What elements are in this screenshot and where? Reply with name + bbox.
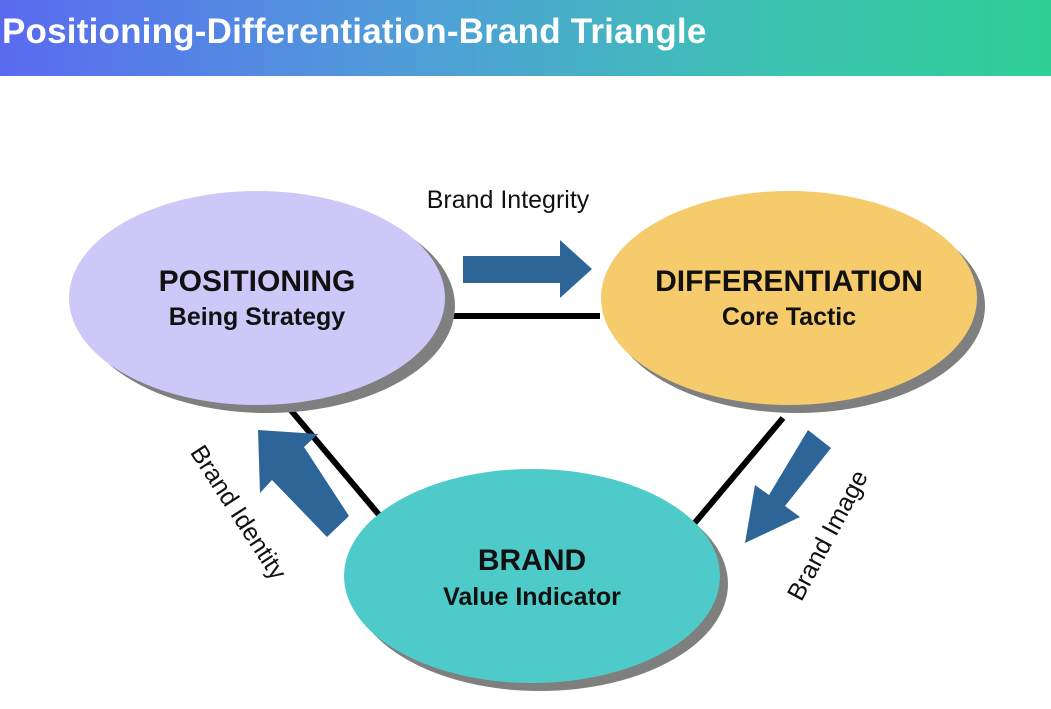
positioning-subtitle: Being Strategy [169, 303, 346, 331]
positioning-title: POSITIONING [159, 265, 356, 298]
up-left-arrow-icon [258, 430, 349, 537]
brand-ellipse [344, 469, 720, 683]
page-title: Positioning-Differentiation-Brand Triang… [2, 12, 707, 51]
brand-integrity-label: Brand Integrity [427, 186, 590, 214]
positioning-ellipse [69, 191, 445, 405]
down-left-arrow-icon [745, 430, 831, 543]
brand-title: BRAND [478, 544, 586, 577]
title-bar: Positioning-Differentiation-Brand Triang… [0, 0, 1051, 76]
brand-subtitle: Value Indicator [443, 583, 621, 611]
differentiation-subtitle: Core Tactic [722, 303, 856, 331]
connector-positioning-brand [286, 406, 383, 518]
differentiation-ellipse [601, 191, 977, 405]
connector-differentiation-brand [690, 416, 786, 527]
differentiation-title: DIFFERENTIATION [655, 265, 923, 298]
right-arrow-icon [463, 240, 592, 298]
